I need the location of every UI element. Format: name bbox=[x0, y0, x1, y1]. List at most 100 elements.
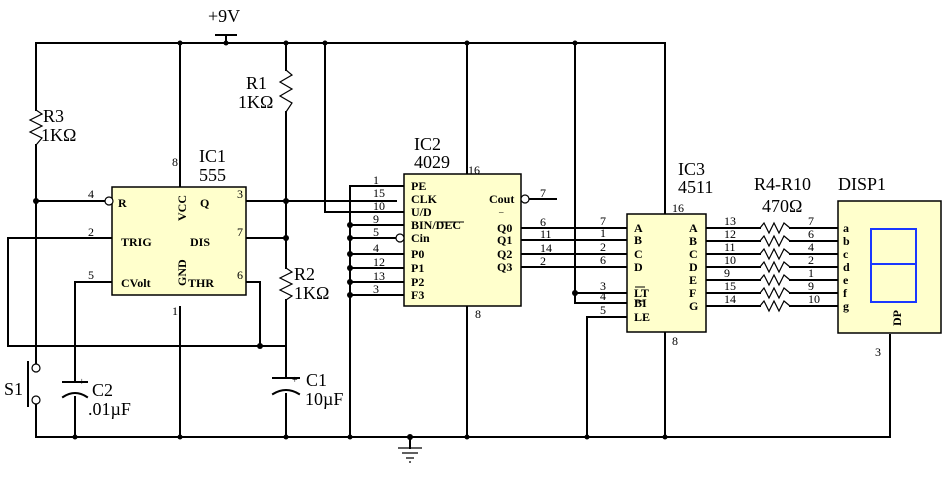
ic3-4511-decoder bbox=[626, 213, 707, 333]
ic3-pin-name-in-c: C bbox=[634, 247, 643, 261]
svg-text:_: _ bbox=[498, 204, 504, 214]
ic3-pin-num: 10 bbox=[724, 253, 736, 267]
ic2-gnd-pin-num: 8 bbox=[475, 307, 481, 321]
ic1-vcc-pin-num: 8 bbox=[172, 155, 178, 169]
junction-dots bbox=[33, 40, 668, 440]
ic1-pin-num: 6 bbox=[237, 268, 243, 282]
display-segment-f: f bbox=[843, 286, 848, 300]
ic3-vcc-pin-num: 16 bbox=[672, 201, 684, 215]
ic1-pin-num: 3 bbox=[237, 187, 243, 201]
ic2-pin-name-ud: U/D bbox=[411, 205, 432, 219]
ic1-pin-num: 5 bbox=[88, 268, 94, 282]
ic2-pin-name-p1: P1 bbox=[411, 261, 424, 275]
ic3-pin-name-out-d: D bbox=[689, 260, 698, 274]
ic3-pin-name-in-b: B bbox=[634, 233, 642, 247]
ic3-pin-num: 4 bbox=[600, 289, 606, 303]
ic1-pin-name-trig: TRIG bbox=[121, 235, 152, 249]
ic2-pin-num: 15 bbox=[373, 186, 385, 200]
r3-value-label: 1KΩ bbox=[41, 125, 76, 145]
r1-value-label: 1KΩ bbox=[238, 92, 273, 112]
ic1-pin-name-dis: DIS bbox=[190, 235, 210, 249]
display-dp-label: DP bbox=[890, 310, 904, 326]
ic2-pin-num: 11 bbox=[540, 227, 552, 241]
ic2-pin-num: 4 bbox=[373, 241, 379, 255]
display-pin-num: 7 bbox=[808, 214, 814, 228]
ic3-pin-name-out-f: F bbox=[689, 286, 696, 300]
r2-value-label: 1KΩ bbox=[294, 283, 329, 303]
s1-switch-symbol[interactable] bbox=[27, 361, 41, 407]
r3-ref-label: R3 bbox=[43, 106, 64, 126]
display-segment-d: d bbox=[843, 260, 850, 274]
ic2-pin-name-cout: Cout bbox=[489, 192, 514, 206]
ic3-part-label: 4511 bbox=[678, 177, 713, 197]
ic1-vcc-label: VCC bbox=[175, 195, 189, 221]
ic3-pin-name-out-c: C bbox=[689, 247, 698, 261]
ic1-pin-name-r: R bbox=[118, 196, 127, 210]
ic1-ref-label: IC1 bbox=[199, 146, 226, 166]
ic3-pin-name-in-le: LE bbox=[634, 310, 650, 324]
ic2-pin-name-q0: Q0 bbox=[497, 221, 512, 235]
ic2-pin-num: 10 bbox=[373, 199, 385, 213]
ic3-pin-name-out-a: A bbox=[689, 221, 698, 235]
ic1-pin-num: 4 bbox=[88, 187, 94, 201]
ic1-555-timer: R TRIG CVolt Q DIS THR VCC GND 4 2 5 3 7… bbox=[88, 146, 247, 318]
ic2-vcc-pin-num: 16 bbox=[468, 163, 480, 177]
ic3-pin-num: 15 bbox=[724, 279, 736, 293]
ground-icon bbox=[398, 447, 422, 463]
ic1-pin-num: 2 bbox=[88, 225, 94, 239]
ic3-pin-num: 14 bbox=[724, 292, 736, 306]
display-common-pin-num: 3 bbox=[875, 345, 881, 359]
ic1-gnd-label: GND bbox=[175, 259, 189, 286]
ic3-pin-num: 1 bbox=[600, 226, 606, 240]
ic1-pin-name-cvolt: CVolt bbox=[121, 276, 151, 290]
ic3-pin-num: 3 bbox=[600, 279, 606, 293]
r3-resistor-symbol bbox=[28, 109, 44, 146]
ic3-gnd-pin-num: 8 bbox=[672, 334, 678, 348]
display-segment-c: c bbox=[843, 247, 849, 261]
ic3-pin-num: 9 bbox=[724, 266, 730, 280]
ic3-pin-num: 2 bbox=[600, 240, 606, 254]
ic3-pin-name-in-lt: LT bbox=[634, 286, 649, 300]
seven-segment-display bbox=[837, 200, 942, 334]
ic1-pin-name-thr: THR bbox=[188, 276, 214, 290]
ic2-pin-num: 14 bbox=[540, 241, 552, 255]
rarray-ref-label: R4-R10 bbox=[754, 174, 811, 194]
ic3-pin-num: 13 bbox=[724, 214, 736, 228]
r2-resistor-symbol bbox=[278, 267, 294, 301]
c1-value-label: 10µF bbox=[305, 389, 343, 409]
ic3-pin-name-out-b: B bbox=[689, 234, 697, 248]
ic1-part-label: 555 bbox=[199, 165, 226, 185]
ic2-ref-label: IC2 bbox=[414, 134, 441, 154]
ic3-pin-num: 11 bbox=[724, 240, 736, 254]
rarray-value-label: 470Ω bbox=[762, 196, 802, 216]
s1-ref-label: S1 bbox=[4, 379, 23, 399]
ic2-pin-name-bindec: BIN/DEC bbox=[411, 218, 461, 232]
ic1-pin-num: 7 bbox=[237, 225, 243, 239]
ic3-pin-name-out-e: E bbox=[689, 273, 697, 287]
ic1-gnd-pin-num: 1 bbox=[172, 304, 178, 318]
r2-ref-label: R2 bbox=[294, 264, 315, 284]
r1-ref-label: R1 bbox=[246, 73, 267, 93]
ic3-pin-name-in-bi: BI bbox=[634, 296, 647, 310]
segment-wires bbox=[705, 227, 839, 307]
ic2-pin-num: 3 bbox=[373, 282, 379, 296]
ic1-pin-name-q: Q bbox=[200, 196, 209, 210]
ic2-pin-name-q1: Q1 bbox=[497, 233, 512, 247]
ic2-pin-num: 12 bbox=[373, 255, 385, 269]
ic2-pin-name-p2: P2 bbox=[411, 275, 424, 289]
ic2-pin-num: 1 bbox=[373, 173, 379, 187]
ic2-pin-num: 13 bbox=[373, 269, 385, 283]
display-pin-num: 2 bbox=[808, 253, 814, 267]
ic2-pin-name-q2: Q2 bbox=[497, 247, 512, 261]
ic3-pin-num: 7 bbox=[600, 214, 606, 228]
ic3-pin-num: 5 bbox=[600, 303, 606, 317]
r1-resistor-symbol bbox=[278, 69, 294, 113]
display-pin-num: 9 bbox=[808, 279, 814, 293]
display-segment-a: a bbox=[843, 221, 849, 235]
ic2-pin-name-f3: F3 bbox=[411, 288, 424, 302]
ic2-pin-name-clk: CLK bbox=[411, 192, 438, 206]
